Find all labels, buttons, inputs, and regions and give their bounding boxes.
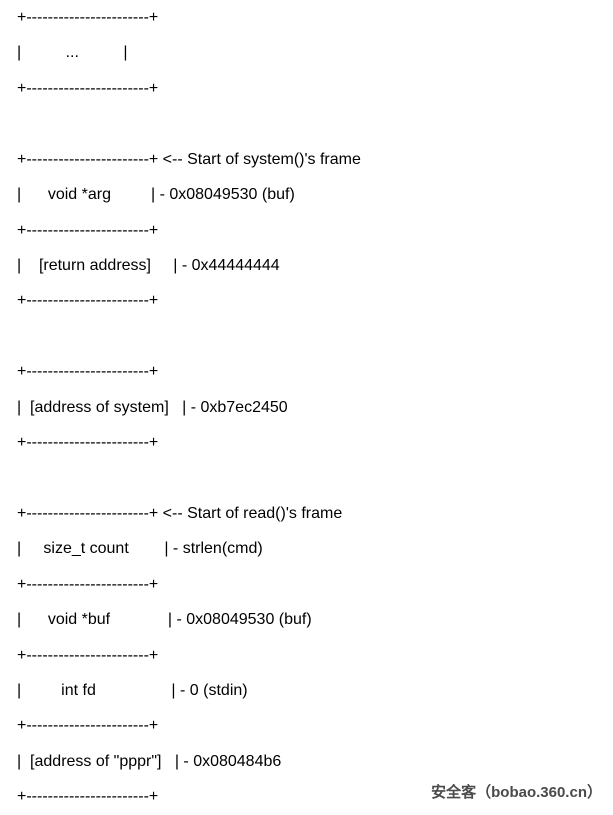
ascii-line-3 (17, 106, 361, 141)
ascii-line-18: +-----------------------+ (17, 646, 159, 664)
ascii-line-5: | void *arg | - 0x08049530 (buf) (17, 186, 295, 204)
ascii-line-0: +-----------------------+ (17, 9, 159, 26)
ascii-line-1: | ... | (17, 44, 128, 62)
ascii-line-9 (17, 319, 361, 354)
ascii-line-22: +-----------------------+ (17, 788, 159, 806)
ascii-line-12: +-----------------------+ (17, 434, 159, 452)
ascii-line-4: +-----------------------+ <-- Start of s… (17, 150, 361, 168)
ascii-line-14: +-----------------------+ <-- Start of r… (17, 504, 343, 522)
ascii-line-16: +-----------------------+ (17, 575, 159, 593)
ascii-line-11: | [address of system] | - 0xb7ec2450 (17, 398, 288, 416)
ascii-line-10: +-----------------------+ (17, 363, 159, 381)
ascii-line-15: | size_t count | - strlen(cmd) (17, 540, 263, 558)
ascii-line-8: +-----------------------+ (17, 292, 159, 310)
watermark: 安全客（bobao.360.cn） (431, 784, 602, 801)
stack-frame-diagram: +-----------------------+ | ... | +-------… (17, 9, 361, 806)
ascii-line-17: | void *buf | - 0x08049530 (buf) (17, 611, 312, 629)
ascii-line-2: +-----------------------+ (17, 79, 159, 97)
ascii-line-19: | int fd | - 0 (stdin) (17, 682, 248, 700)
ascii-line-13 (17, 460, 361, 495)
ascii-line-7: | [return address] | - 0x44444444 (17, 256, 280, 274)
ascii-line-20: +-----------------------+ (17, 717, 159, 735)
ascii-line-6: +-----------------------+ (17, 221, 159, 239)
ascii-line-21: | [address of "pppr"] | - 0x080484b6 (17, 752, 282, 770)
